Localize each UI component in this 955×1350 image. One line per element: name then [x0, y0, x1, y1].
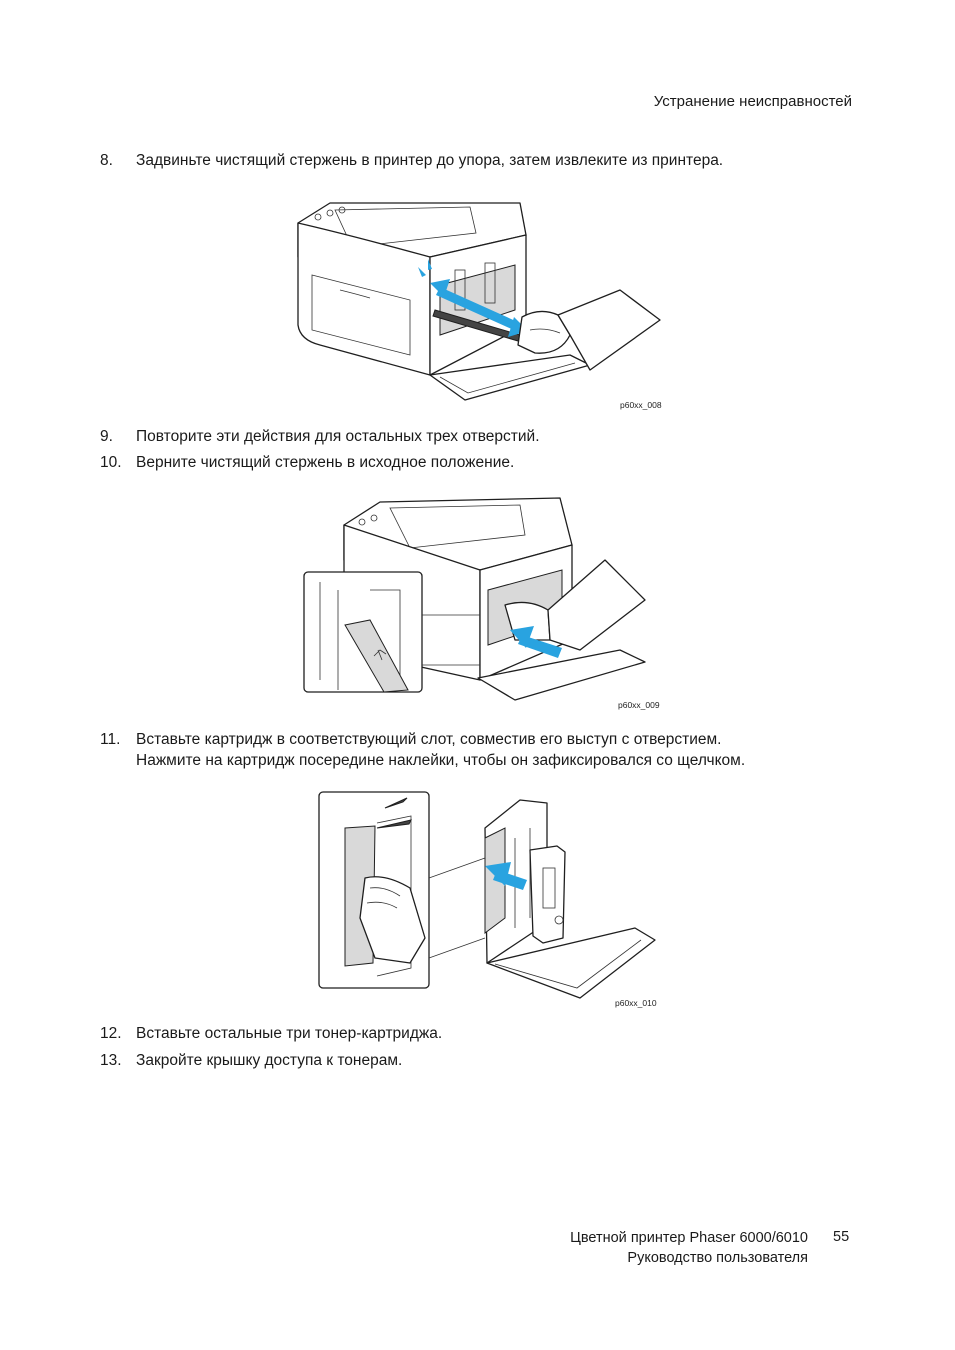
- step-text: Закройте крышку доступа к тонерам.: [136, 1052, 403, 1069]
- figure-cleaning-rod-insert: p60xx_008: [290, 195, 670, 415]
- figure-toner-insert: p60xx_010: [315, 788, 660, 1013]
- footer: Цветной принтер Phaser 6000/6010 Руковод…: [570, 1228, 808, 1268]
- step-number: 8.: [100, 152, 113, 169]
- page-number: 55: [833, 1229, 850, 1245]
- figure-label: p60xx_008: [620, 400, 662, 410]
- step-text: Вставьте остальные три тонер-картриджа.: [136, 1025, 443, 1042]
- step-item: 8. Задвиньте чистящий стержень в принтер …: [100, 150, 836, 171]
- step-item: 12. Вставьте остальные три тонер-картридж…: [100, 1023, 836, 1044]
- step-text: Верните чистящий стержень в исходное пол…: [136, 454, 515, 471]
- step-number: 11.: [100, 731, 121, 748]
- step-item: 13. Закройте крышку доступа к тонерам.: [100, 1050, 836, 1071]
- section-header: Устранение неисправностей: [653, 93, 852, 110]
- figure-label: p60xx_010: [615, 998, 657, 1008]
- step-number: 10.: [100, 454, 122, 471]
- figure-label: p60xx_009: [618, 700, 660, 710]
- footer-product: Цветной принтер Phaser 6000/6010: [570, 1230, 808, 1246]
- step-text: Повторите эти действия для остальных тре…: [136, 428, 540, 445]
- step-text: Задвиньте чистящий стержень в принтер до…: [136, 152, 724, 169]
- step-item: 11. Вставьте картридж в соответствующий с…: [100, 729, 836, 771]
- step-item: 9. Повторите эти действия для остальных т…: [100, 426, 836, 447]
- step-number: 13.: [100, 1052, 122, 1069]
- step-number: 9.: [100, 428, 113, 445]
- step-text: Вставьте картридж в соответствующий слот…: [136, 731, 722, 748]
- footer-guide: Руководство пользователя: [627, 1250, 808, 1266]
- step-number: 12.: [100, 1025, 122, 1042]
- printer-illustration: [303, 497, 646, 701]
- printer-illustration: [318, 791, 656, 999]
- step-text-continued: Нажмите на картридж посередине наклейки,…: [136, 752, 746, 769]
- step-item: 10. Верните чистящий стержень в исходное …: [100, 452, 836, 473]
- printer-illustration: [297, 202, 661, 401]
- figure-cleaning-rod-return: p60xx_009: [300, 490, 670, 715]
